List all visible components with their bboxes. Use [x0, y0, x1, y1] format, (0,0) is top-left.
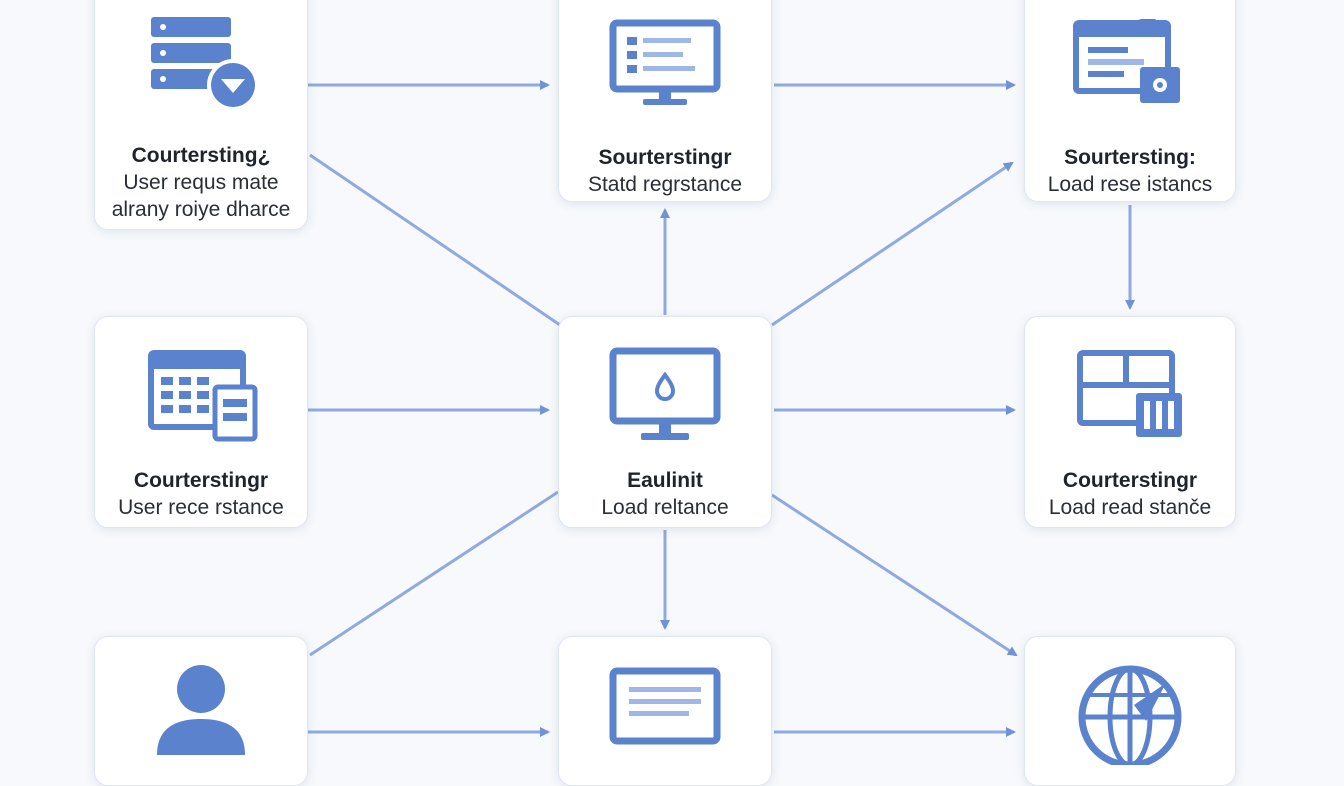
node-n1-title: Courtersting¿ [131, 144, 271, 167]
node-n6[interactable]: Courterstingr Load read stanče [1024, 316, 1236, 528]
edge-n5-n9 [771, 493, 1018, 657]
node-n2[interactable]: Sourterstingr Statd regrstance [558, 0, 772, 202]
monitor-drop-icon [609, 347, 721, 440]
node-n6-line-1: Load read stanče [1048, 496, 1212, 519]
node-n3-line-1: Load rese istancs [1047, 173, 1213, 196]
node-n3-title: Sourtersting: [1064, 146, 1196, 169]
diagram-edges [308, 80, 1135, 737]
node-n4-line-1: User rece rstance [118, 496, 284, 519]
spreadsheet-icon [148, 350, 258, 442]
node-n9[interactable] [1024, 636, 1236, 786]
monitor-list-icon [609, 19, 721, 105]
server-shield-icon [151, 17, 259, 111]
node-n3[interactable]: Sourtersting: Load rese istancs [1024, 0, 1236, 202]
node-n4-title: Courterstingr [133, 469, 269, 492]
node-n6-title: Courterstingr [1062, 469, 1198, 492]
node-n1-line-1: User requs mate [123, 171, 279, 194]
node-n7[interactable] [94, 636, 308, 786]
browser-window-icon [1073, 19, 1180, 103]
node-n5-title: Eaulinit [627, 469, 703, 492]
user-icon [157, 665, 245, 755]
node-n2-title: Sourterstingr [598, 146, 732, 169]
edge-n1-n5 [309, 153, 561, 327]
node-n1[interactable]: Courtersting¿ User requs mate alrany roi… [94, 0, 308, 230]
node-n5-line-1: Load reltance [601, 496, 729, 519]
document-monitor-icon [609, 667, 721, 745]
globe-icon [1078, 665, 1182, 765]
edge-n7-n5 [309, 490, 559, 657]
node-n8[interactable] [558, 636, 772, 786]
layout-grid-icon [1077, 350, 1182, 437]
node-n5[interactable]: Eaulinit Load reltance [558, 316, 772, 528]
flow-diagram: Courtersting¿ User requs mate alrany roi… [94, 0, 1236, 786]
edge-n5-n3 [771, 161, 1014, 327]
node-n1-line-2: alrany roiye dharce [111, 198, 291, 221]
node-n2-line-1: Statd regrstance [587, 173, 743, 196]
node-n4[interactable]: Courterstingr User rece rstance [94, 316, 308, 528]
